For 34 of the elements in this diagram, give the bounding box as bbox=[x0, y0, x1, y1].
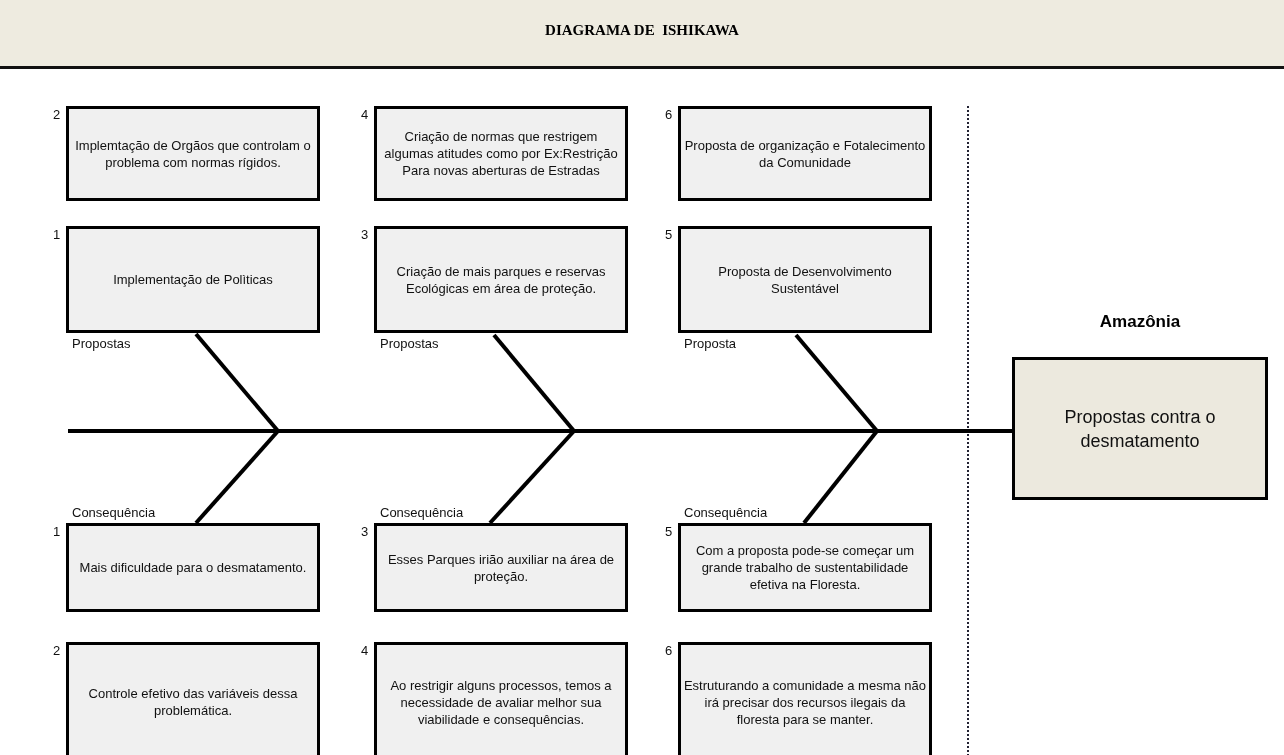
item-number: 4 bbox=[361, 643, 369, 658]
item-number: 3 bbox=[361, 227, 369, 242]
item-number: 5 bbox=[665, 524, 673, 539]
effect-box: Propostas contra o desmatamento bbox=[1012, 357, 1268, 500]
diagram-title: DIAGRAMA DE ISHIKAWA bbox=[544, 22, 740, 39]
bone-label: Consequência bbox=[380, 505, 464, 520]
bone-label: Propostas bbox=[380, 336, 439, 351]
cause-box: Criação de mais parques e reservas Ecológicas em área de proteção. bbox=[374, 226, 628, 333]
cause-box: Proposta de Desenvolvimento Sustentável bbox=[678, 226, 932, 333]
cause-box: Mais dificuldade para o desmatamento. bbox=[66, 523, 320, 612]
bone-label: Consequência bbox=[72, 505, 156, 520]
item-number: 1 bbox=[53, 524, 61, 539]
cause-box: Proposta de organização e Fotalecimento da Comunidade bbox=[678, 106, 932, 201]
bone-label: Propostas bbox=[72, 336, 131, 351]
bone-label: Consequência bbox=[684, 505, 768, 520]
item-number: 2 bbox=[53, 643, 61, 658]
cause-box: Com a proposta pode-se começar um grande trabalho de sustentabilidade efetiva na Floresta. bbox=[678, 523, 932, 612]
cause-box: Esses Parques irião auxiliar na área de proteção. bbox=[374, 523, 628, 612]
cause-box: Ao restrigir alguns processos, temos a necessidade de avaliar melhor sua viabilidade e consequências. bbox=[374, 642, 628, 755]
item-number: 6 bbox=[665, 643, 673, 658]
cause-box: Implementação de Polìticas bbox=[66, 226, 320, 333]
cause-box: Implemtação de Orgãos que controlam o problema com normas rígidos. bbox=[66, 106, 320, 201]
item-number: 5 bbox=[665, 227, 673, 242]
bone-label: Proposta bbox=[684, 336, 737, 351]
spine-line bbox=[68, 429, 1012, 433]
effect-heading: Amazônia bbox=[1098, 312, 1182, 332]
item-number: 6 bbox=[665, 107, 673, 122]
cause-box: Criação de normas que restrigem algumas atitudes como por Ex:Restrição Para novas aberturas de Estradas bbox=[374, 106, 628, 201]
cause-box: Estruturando a comunidade a mesma não irá precisar dos recursos ilegais da floresta para se manter. bbox=[678, 642, 932, 755]
item-number: 2 bbox=[53, 107, 61, 122]
item-number: 4 bbox=[361, 107, 369, 122]
item-number: 3 bbox=[361, 524, 369, 539]
cause-box: Controle efetivo das variáveis dessa problemática. bbox=[66, 642, 320, 755]
item-number: 1 bbox=[53, 227, 61, 242]
